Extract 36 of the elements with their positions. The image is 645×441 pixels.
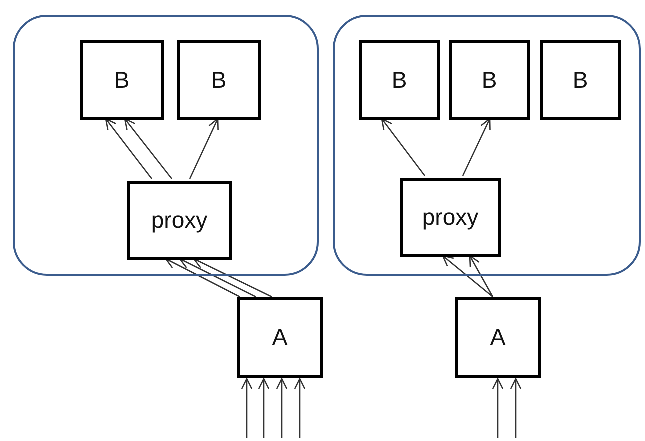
box-label: A	[272, 324, 288, 351]
arrow	[179, 258, 256, 298]
arrow	[294, 378, 306, 438]
arrow	[492, 378, 504, 438]
arrow	[381, 118, 426, 176]
box-label: B	[211, 66, 227, 94]
arrow	[462, 118, 491, 176]
component-box	[80, 40, 164, 120]
arrow	[258, 378, 270, 438]
group-frame	[13, 15, 319, 276]
box-label: B	[572, 66, 588, 94]
box-label: B	[392, 66, 408, 94]
arrow	[510, 378, 522, 438]
component-box	[400, 178, 501, 257]
component-box	[359, 40, 440, 120]
component-box	[177, 40, 261, 120]
component-box	[237, 297, 323, 378]
component-box	[449, 40, 530, 120]
arrow	[193, 258, 272, 298]
arrow	[189, 118, 219, 180]
arrow	[276, 378, 288, 438]
arrow	[165, 258, 240, 298]
box-label: B	[114, 66, 130, 94]
arrow	[105, 118, 153, 180]
box-label: proxy	[422, 204, 479, 231]
arrow	[124, 118, 173, 180]
arrow	[241, 378, 253, 438]
component-box	[127, 181, 232, 260]
arrow	[469, 255, 494, 298]
component-box	[455, 297, 541, 378]
box-label: B	[482, 66, 498, 94]
arrow	[442, 255, 494, 298]
group-frame	[333, 15, 641, 276]
box-label: A	[490, 324, 506, 351]
component-box	[540, 40, 621, 120]
box-label: proxy	[151, 207, 208, 234]
